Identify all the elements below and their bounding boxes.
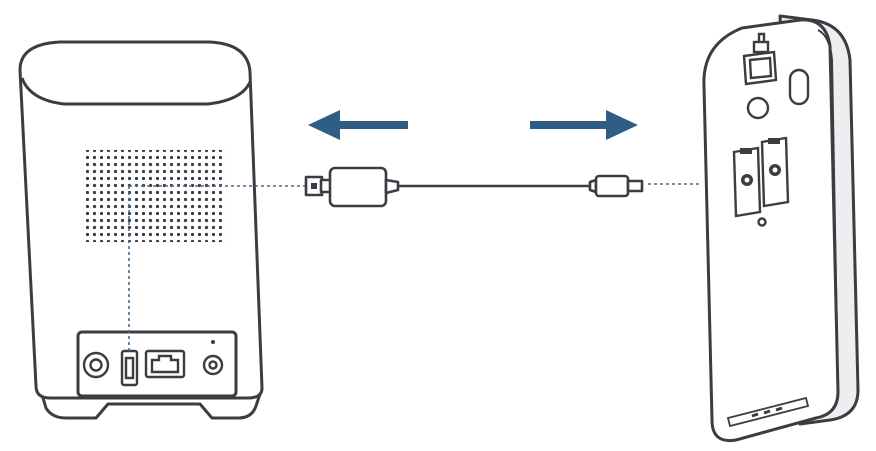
- base-station: [18, 40, 264, 420]
- base-station-top-edge: [20, 77, 252, 106]
- power-port-icon: [82, 351, 110, 379]
- small-plug-body: [594, 174, 630, 198]
- arrow-left-icon: [308, 110, 408, 140]
- doorbell-top-port: [742, 32, 778, 86]
- speaker-grille: [86, 150, 226, 242]
- usb-a-plug-body: [328, 166, 388, 208]
- mounting-bracket-left: [732, 146, 762, 218]
- doorbell: [702, 14, 860, 443]
- doorbell-back: [702, 18, 840, 443]
- usb-a-strain-relief: [384, 178, 400, 195]
- usb-a-plug-window: [311, 183, 317, 189]
- ethernet-port-icon: [144, 349, 186, 379]
- guide-lines: [128, 183, 700, 352]
- doorbell-screw-hole: [757, 217, 767, 227]
- usb-cable: [304, 166, 644, 208]
- mounting-bracket-right: [760, 136, 790, 208]
- port-panel: [76, 330, 238, 398]
- reset-button-icon: [202, 340, 224, 376]
- doorbell-bottom-vent: [726, 396, 810, 428]
- small-plug-tip: [626, 179, 644, 193]
- doorbell-oval-button: [788, 68, 810, 106]
- arrow-right-icon: [530, 110, 638, 140]
- doorbell-edge-line: [817, 29, 839, 397]
- doorbell-round-hole: [746, 96, 770, 120]
